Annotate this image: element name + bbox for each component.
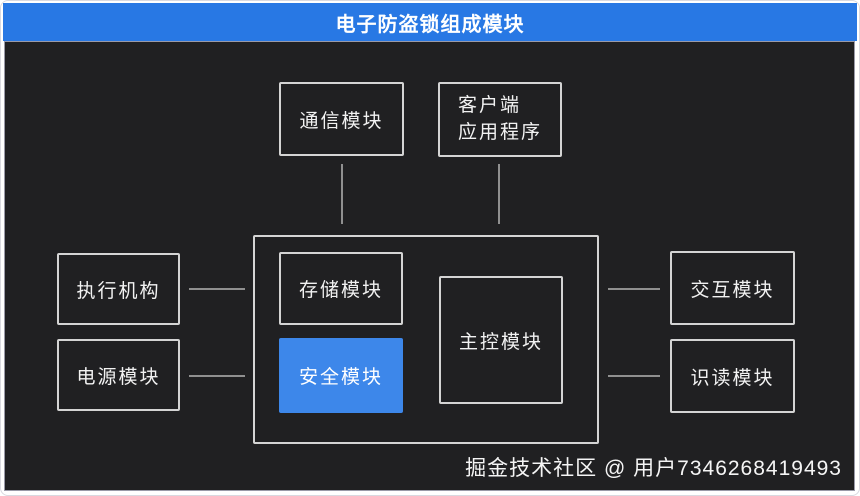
module-label: 识读模块 [690,367,775,389]
module-box-security: 安全模块 [279,338,403,413]
module-box-client-app: 客户端 应用程序 [438,82,562,157]
module-label: 存储模块 [298,280,383,301]
module-label: 电源模块 [76,366,161,388]
connector-actuator-to-core [189,288,245,290]
title-bar: 电子防盗锁组成模块 [3,3,857,41]
connector-communication-to-core [341,164,343,224]
page-title: 电子防盗锁组成模块 [335,13,525,36]
core-group-box [253,235,599,444]
connector-client-app-to-core [498,164,500,224]
module-box-interaction: 交互模块 [670,251,795,325]
module-label: 执行机构 [76,280,161,302]
connector-power-to-core [189,375,245,377]
module-box-storage: 存储模块 [279,252,403,325]
module-label: 主控模块 [458,331,543,353]
module-box-actuator: 执行机构 [57,253,180,325]
module-box-communication: 通信模块 [279,82,404,156]
module-box-reader: 识读模块 [670,339,795,413]
module-label: 客户端 应用程序 [457,94,542,143]
module-box-main-control: 主控模块 [439,276,563,404]
module-label: 交互模块 [690,279,775,301]
connector-core-to-reader [608,375,660,377]
module-label: 安全模块 [298,367,383,388]
module-box-power: 电源模块 [57,339,180,411]
watermark-text: 掘金技术社区 @ 用户7346268419493 [465,457,842,480]
connector-core-to-interaction [608,288,660,290]
module-label: 通信模块 [299,110,384,132]
diagram-panel: 通信模块 客户端 应用程序 执行机构 电源模块 存储模块 安全模块 主控模块 [4,41,855,491]
